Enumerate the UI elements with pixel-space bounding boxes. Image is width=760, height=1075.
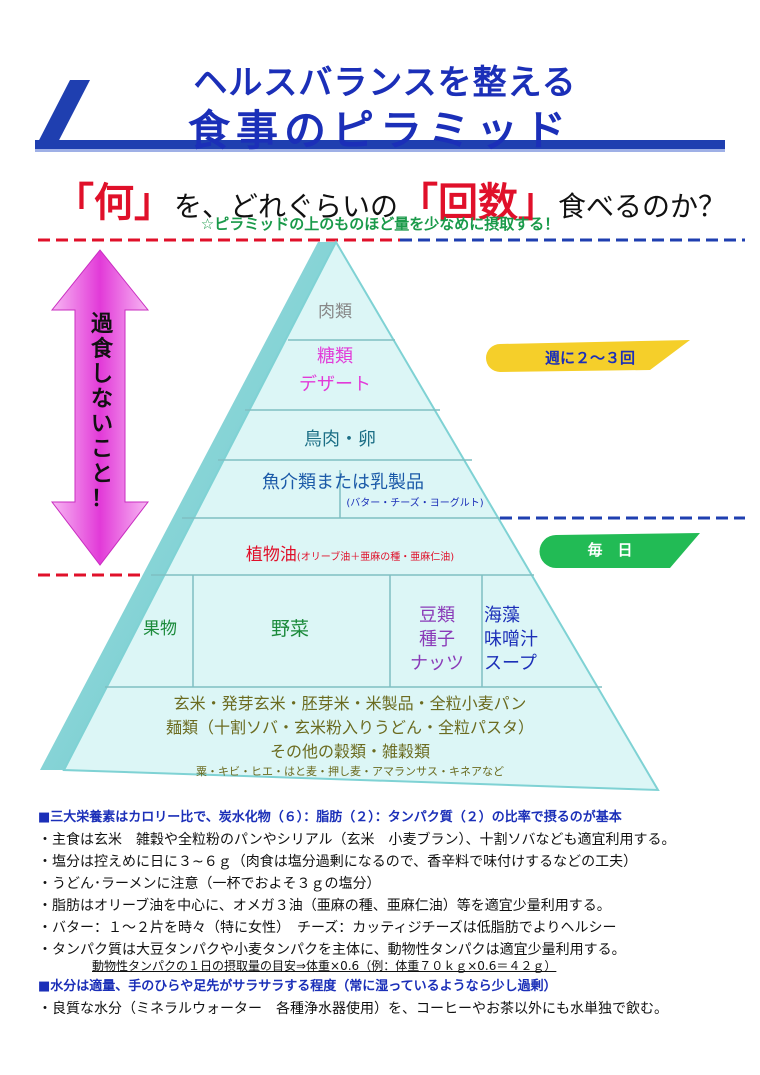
tier-meat: 肉類 — [318, 302, 352, 322]
header-underline-bar — [35, 140, 725, 149]
note-protein-sub: 動物性タンパクの１日の摂取量の目安⇒体重×0.6（例：体重７０ｋｇ×0.6＝４２… — [92, 959, 557, 973]
beans-seeds-nuts: 豆類 種子 ナッツ — [410, 605, 464, 674]
title-line-1: ヘルスバランスを整える — [193, 63, 577, 103]
tier-fish-dairy: 魚介類または乳製品 — [262, 472, 424, 493]
notes-heading-water: ■水分は適量、手のひらや足先がサラサラする程度（常に湿っているようなら少し過剰） — [38, 979, 557, 994]
subhead-eat: 食べるのか？ — [558, 190, 727, 223]
pyramid-note: ☆ピラミッドの上のものほど量を少なめに摂取する！ — [200, 215, 560, 233]
pyramid-left-edge — [40, 242, 336, 770]
seaweed-soup: 海藻 味噌汁 スープ — [484, 605, 538, 674]
note-bullet: ・良質な水分（ミネラルウォーター 各種浄水器使用）を、コーヒーやお茶以外にも水単… — [38, 1001, 668, 1017]
header-slash-bar — [35, 80, 90, 148]
tier-sugar: 糖類 デザート — [299, 346, 371, 395]
grains: 玄米・発芽玄米・胚芽米・米製品・全粒小麦パン 麺類（十割ソバ・玄米粉入りうどん・… — [165, 694, 534, 778]
subhead-how-much: を、どれぐらいの — [173, 190, 398, 223]
note-bullet: ・脂肪はオリーブ油を中心に、オメガ３油（亜麻の種、亜麻仁油）等を適宜少量利用する… — [38, 898, 611, 914]
pyramid-tier-lines — [105, 339, 602, 688]
weekly-badge: 週に２～３回 — [544, 349, 635, 367]
fruit: 果物 — [143, 619, 177, 639]
note-bullet: ・タンパク質は大豆タンパクや小麦タンパクを主体に、動物性タンパクは適宜少量利用す… — [38, 942, 626, 958]
pyramid-body — [62, 239, 660, 792]
subheading: 「何」を、どれぐらいの「回数」食べるのか？ — [40, 170, 740, 228]
subhead-times: 「回数」 — [398, 180, 558, 226]
note-bullet: ・塩分は控えめに日に３~６ｇ（肉食は塩分過剰になるので、香辛料で味付けするなどの… — [38, 854, 638, 870]
header-underline-shadow — [35, 149, 725, 152]
arrow-text: 過 食 し な い こ と ！ — [90, 312, 113, 512]
note-bullet: ・バター：１～２片を時々（特に女性） チーズ：カッティジチーズは低脂肪でよりヘル… — [38, 920, 617, 936]
subhead-what: 「何」 — [53, 180, 174, 226]
note-bullet: ・主食は玄米 雑穀や全粒粉のパンやシリアル（玄米 小麦ブラン）、十割ソバなども適… — [38, 832, 676, 848]
pyramid — [38, 239, 745, 792]
vegetables: 野菜 — [270, 618, 309, 640]
notes-heading-nutrients: ■三大栄養素はカロリー比で、炭水化物（６）：脂肪（２）：タンパク質（２）の比率で… — [38, 810, 622, 825]
double-arrow — [50, 249, 150, 566]
note-bullet: ・うどん･ラーメンに注意（一杯でおよそ３ｇの塩分） — [38, 876, 381, 892]
daily-badge-shape — [539, 533, 700, 568]
tier-fish-note: (バター・チーズ・ヨーグルト) — [346, 498, 484, 509]
title-line-2: 食事のピラミッド — [187, 106, 572, 155]
weekly-badge-shape — [486, 340, 690, 372]
header-decoration — [35, 80, 745, 242]
daily-badge: 毎 日 — [587, 541, 633, 559]
tier-chicken-egg: 鳥肉・卵 — [304, 429, 376, 450]
tier-oil: 植物油(オリーブ油＋亜麻の種・亜麻仁油) — [245, 545, 455, 565]
